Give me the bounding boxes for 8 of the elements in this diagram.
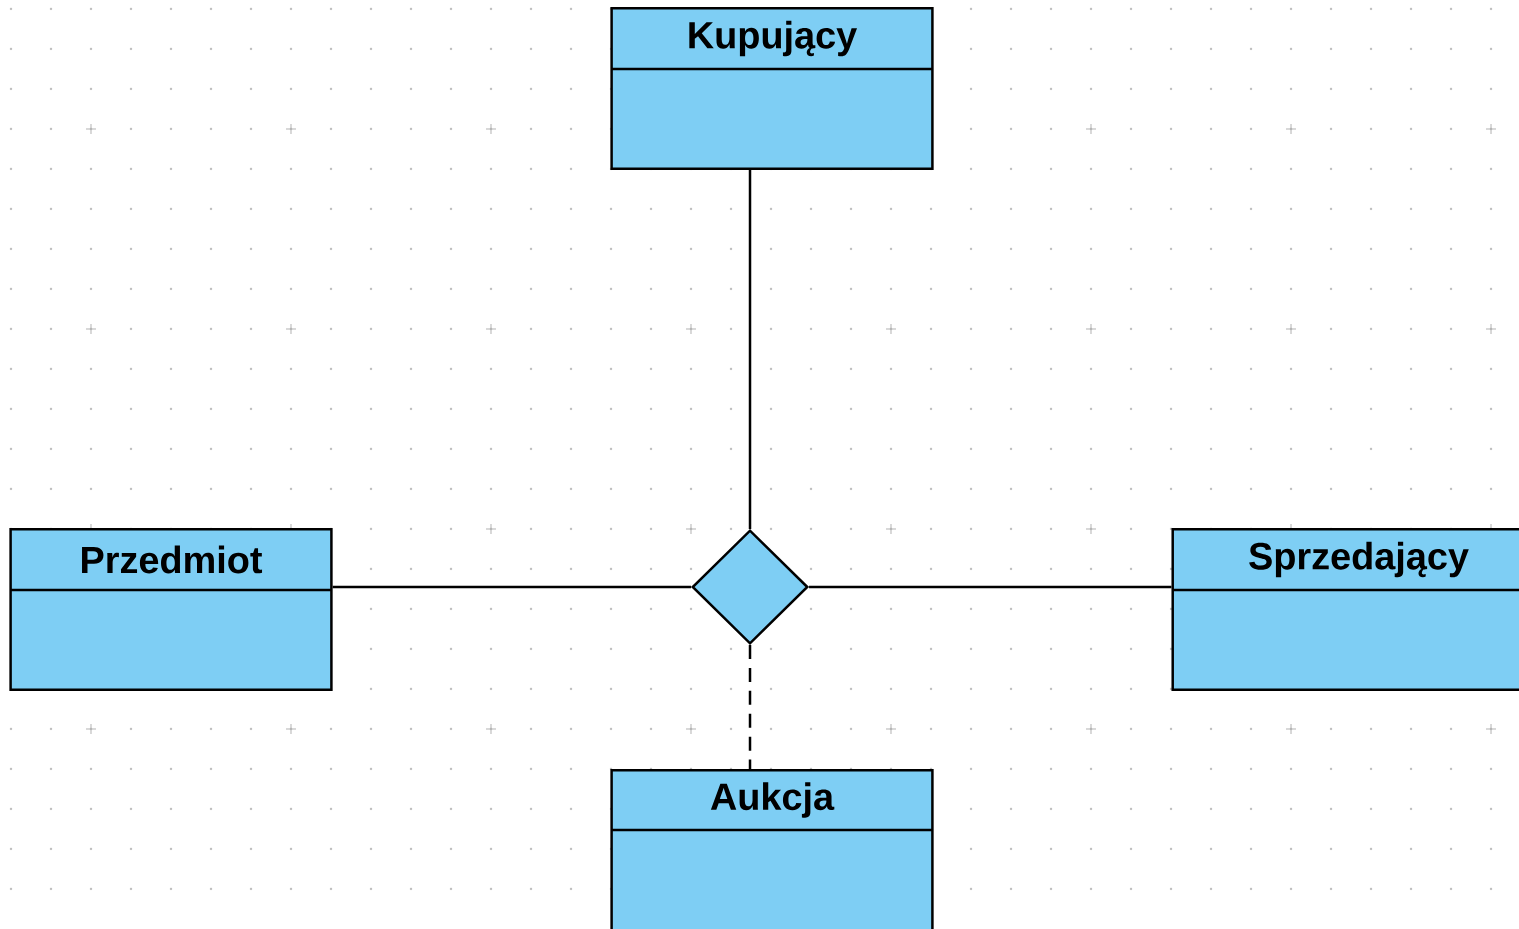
class-box: Kupujący bbox=[610, 7, 934, 170]
connector-line bbox=[332, 585, 691, 589]
class-box: Przedmiot bbox=[9, 528, 333, 691]
connector-line bbox=[748, 645, 752, 770]
class-box: Aukcja bbox=[610, 769, 934, 929]
connector-line bbox=[809, 585, 1172, 589]
connector-line bbox=[748, 169, 752, 529]
class-box: Sprzedający bbox=[1171, 528, 1519, 691]
